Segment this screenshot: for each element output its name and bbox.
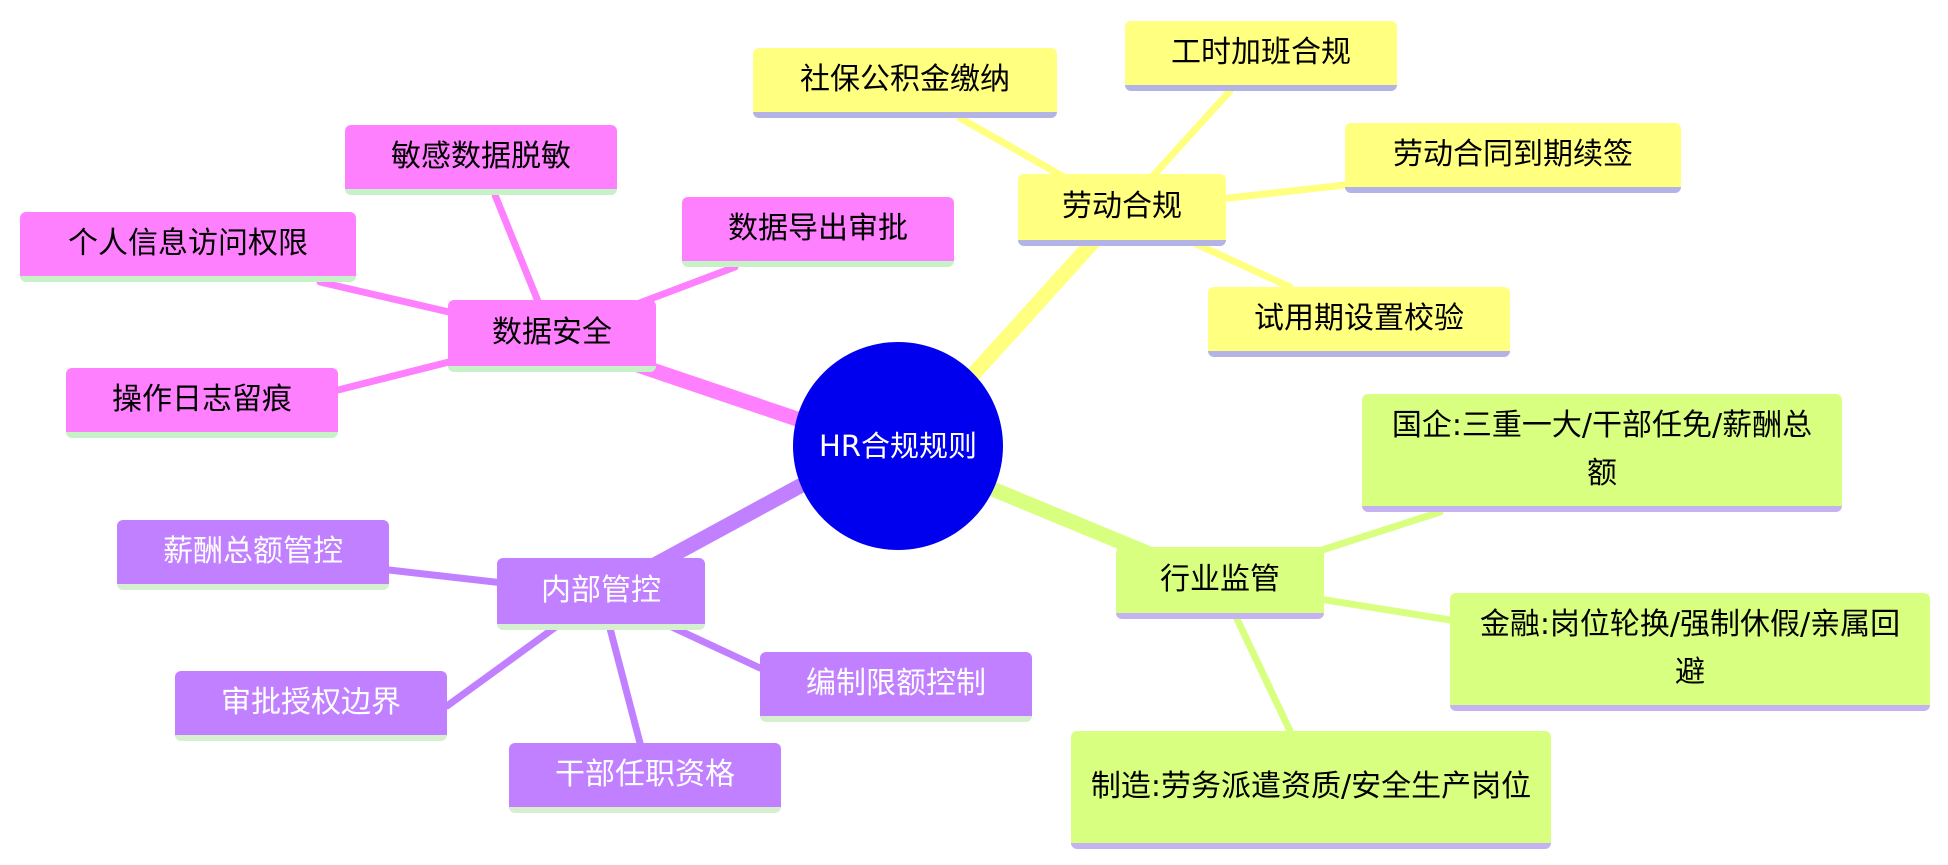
leaf-label: 试用期设置校验 [1254, 301, 1464, 336]
branch-label: 数据安全 [492, 315, 612, 350]
leaf-label: 编制限额控制 [806, 666, 986, 701]
leaf-label: 数据导出审批 [728, 211, 908, 246]
leaf-label: 干部任职资格 [555, 757, 735, 792]
branch-label: 内部管控 [541, 573, 661, 608]
leaf-label: 敏感数据脱敏 [391, 139, 571, 174]
leaf-soe-rules[interactable]: 国企:三重一大/干部任免/薪酬总额 [1362, 394, 1842, 512]
leaf-label: 审批授权边界 [221, 685, 401, 720]
branch-label: 行业监管 [1160, 562, 1280, 597]
leaf-approval-boundary[interactable]: 审批授权边界 [175, 671, 447, 741]
leaf-social-insurance[interactable]: 社保公积金缴纳 [753, 48, 1057, 118]
leaf-probation-check[interactable]: 试用期设置校验 [1208, 287, 1510, 357]
leaf-compensation-control[interactable]: 薪酬总额管控 [117, 520, 389, 590]
branch-industry-regulation[interactable]: 行业监管 [1116, 547, 1324, 619]
leaf-label: 国企:三重一大/干部任免/薪酬总额 [1391, 408, 1813, 491]
branch-internal-control[interactable]: 内部管控 [497, 558, 705, 630]
root-node[interactable]: HR合规规则 [793, 342, 1003, 550]
leaf-headcount-control[interactable]: 编制限额控制 [760, 652, 1032, 722]
leaf-label: 个人信息访问权限 [68, 226, 308, 261]
leaf-label: 劳动合同到期续签 [1393, 137, 1633, 172]
leaf-label: 社保公积金缴纳 [800, 62, 1010, 97]
leaf-finance-rules[interactable]: 金融:岗位轮换/强制休假/亲属回避 [1450, 593, 1930, 711]
branch-label: 劳动合规 [1062, 189, 1182, 224]
leaf-manufacturing-rules[interactable]: 制造:劳务派遣资质/安全生产岗位 [1071, 731, 1551, 849]
leaf-label: 薪酬总额管控 [163, 534, 343, 569]
root-label: HR合规规则 [819, 429, 977, 463]
branch-data-security[interactable]: 数据安全 [448, 300, 656, 372]
leaf-operation-log[interactable]: 操作日志留痕 [66, 368, 338, 438]
branch-labor-compliance[interactable]: 劳动合规 [1018, 174, 1226, 246]
leaf-personal-info-access[interactable]: 个人信息访问权限 [20, 212, 356, 282]
leaf-data-export-approval[interactable]: 数据导出审批 [682, 197, 954, 267]
leaf-working-hours[interactable]: 工时加班合规 [1125, 21, 1397, 91]
leaf-data-masking[interactable]: 敏感数据脱敏 [345, 125, 617, 195]
leaf-label: 工时加班合规 [1171, 35, 1351, 70]
leaf-contract-renewal[interactable]: 劳动合同到期续签 [1345, 123, 1681, 193]
leaf-cadre-qualification[interactable]: 干部任职资格 [509, 743, 781, 813]
leaf-label: 金融:岗位轮换/强制休假/亲属回避 [1479, 607, 1901, 690]
leaf-label: 制造:劳务派遣资质/安全生产岗位 [1090, 769, 1532, 804]
leaf-label: 操作日志留痕 [112, 382, 292, 417]
